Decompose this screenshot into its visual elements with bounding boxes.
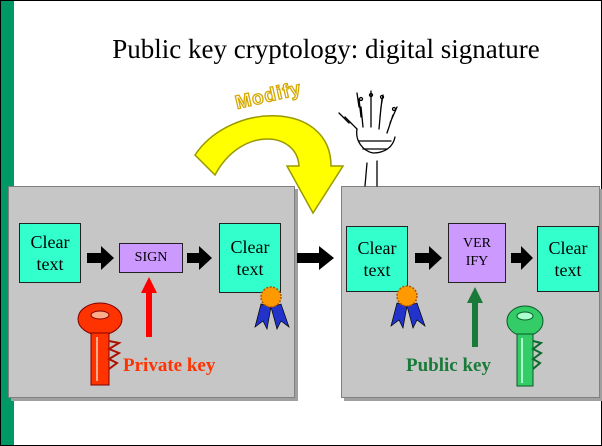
page-title: Public key cryptology: digital signature (112, 34, 540, 64)
verify-box: VER IFY (448, 223, 506, 283)
output-text-box: Clear text (537, 226, 599, 292)
public-key-icon (506, 305, 544, 387)
public-key-label: Public key (406, 355, 491, 376)
verification-panel (341, 186, 600, 398)
modify-label: Modify (233, 78, 303, 114)
private-key-icon (77, 302, 123, 386)
skeleton-hand-icon (338, 90, 398, 187)
seal-ribbon-icon (254, 286, 290, 331)
public-key-arrow (467, 287, 483, 347)
private-key-arrow (141, 277, 157, 337)
received-text-box: Clear text (346, 226, 408, 292)
seal-ribbon-icon (390, 285, 426, 330)
curved-arrow-icon (194, 115, 345, 215)
signed-text-box: Clear text (219, 223, 281, 293)
transmit-arrow (297, 246, 334, 270)
private-key-label: Private key (123, 355, 216, 376)
flow-arrow (87, 246, 212, 270)
clear-text-box: Clear text (19, 223, 81, 283)
sign-box: SIGN (119, 243, 183, 273)
flow-arrow (415, 246, 533, 270)
